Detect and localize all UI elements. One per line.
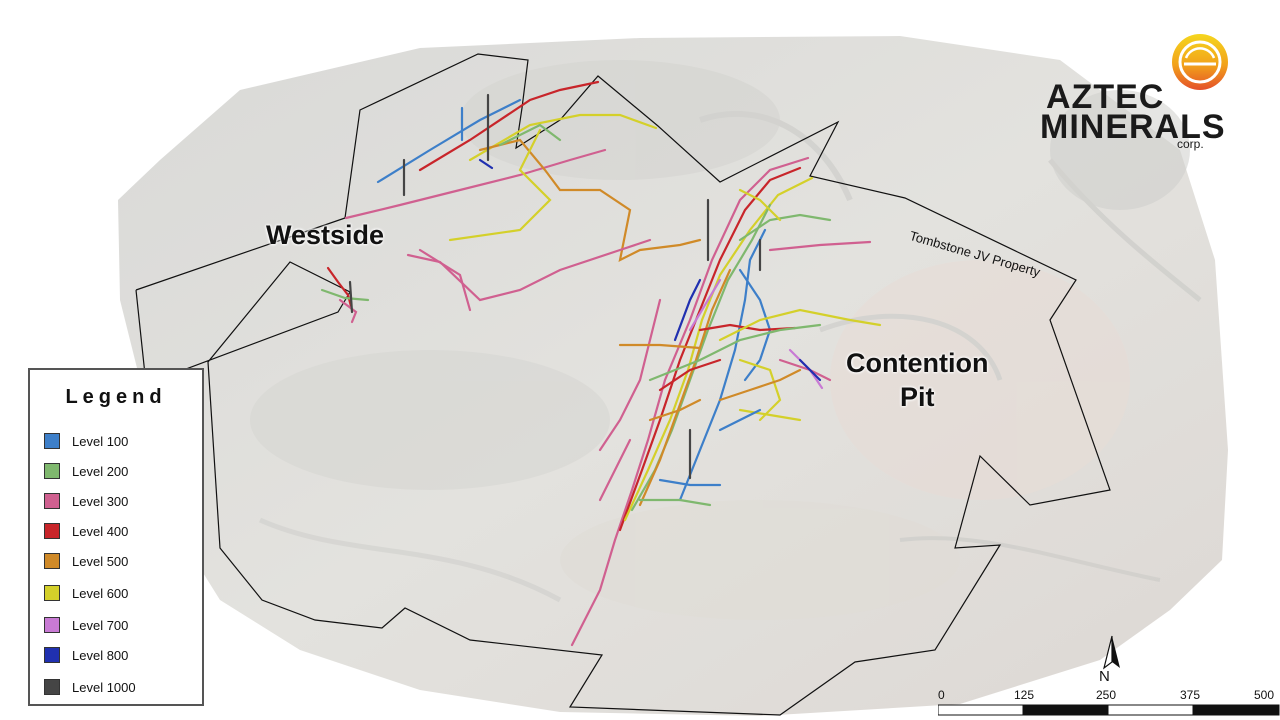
scale-tick-label: 375 [1180,688,1201,702]
legend-item: Level 100 [44,432,128,450]
legend-swatch [44,585,60,601]
legend-title: Legend [65,386,167,408]
legend-item: Level 400 [44,522,128,540]
legend-swatch [44,493,60,509]
legend-swatch [44,433,60,449]
legend-swatch [44,523,60,539]
legend-item: Level 1000 [44,678,136,696]
legend-label: Level 600 [72,585,129,601]
logo-wordmark-line3: corp. [1177,137,1204,151]
north-arrow-label: N [1099,668,1110,685]
legend-item: Level 300 [44,492,128,510]
aztec-minerals-logo: AZTEC MINERALS corp. [1040,30,1240,160]
legend-item: Level 600 [44,584,128,602]
legend-item: Level 200 [44,462,128,480]
legend-label: Level 200 [72,463,129,479]
logo-wordmark-line1: AZTEC [1046,78,1165,116]
legend-label: Level 1000 [72,679,136,695]
north-arrow-icon [1103,635,1120,670]
scale-tick-label: 125 [1014,688,1035,702]
legend-label: Level 300 [72,493,129,509]
legend-label: Level 100 [72,433,129,449]
legend-swatch [44,647,60,663]
logo-wordmark-line2: MINERALS [1040,108,1226,146]
sun-emblem-icon [1172,34,1228,90]
legend-swatch [44,679,60,695]
scale-tick-label: 250 [1096,688,1117,702]
legend-item: Level 800 [44,646,128,664]
legend-item: Level 700 [44,616,128,634]
legend-swatch [44,463,60,479]
westside-label: Westside [266,220,385,250]
legend-swatch [44,553,60,569]
contention-label-line2: Pit [899,382,935,412]
scale-bar [938,704,1280,716]
scale-tick-label: 0 [938,688,945,702]
underground-workings [320,80,882,647]
legend-label: Level 500 [72,553,129,569]
legend-swatch [44,617,60,633]
contention-pit-label: Contention Pit [846,346,988,414]
legend-label: Level 800 [72,647,129,663]
contention-label-line1: Contention [846,348,989,378]
legend-label: Level 400 [72,523,129,539]
legend-label: Level 700 [72,617,129,633]
legend-item: Level 500 [44,552,128,570]
scale-tick-label: 500 [1254,688,1275,702]
